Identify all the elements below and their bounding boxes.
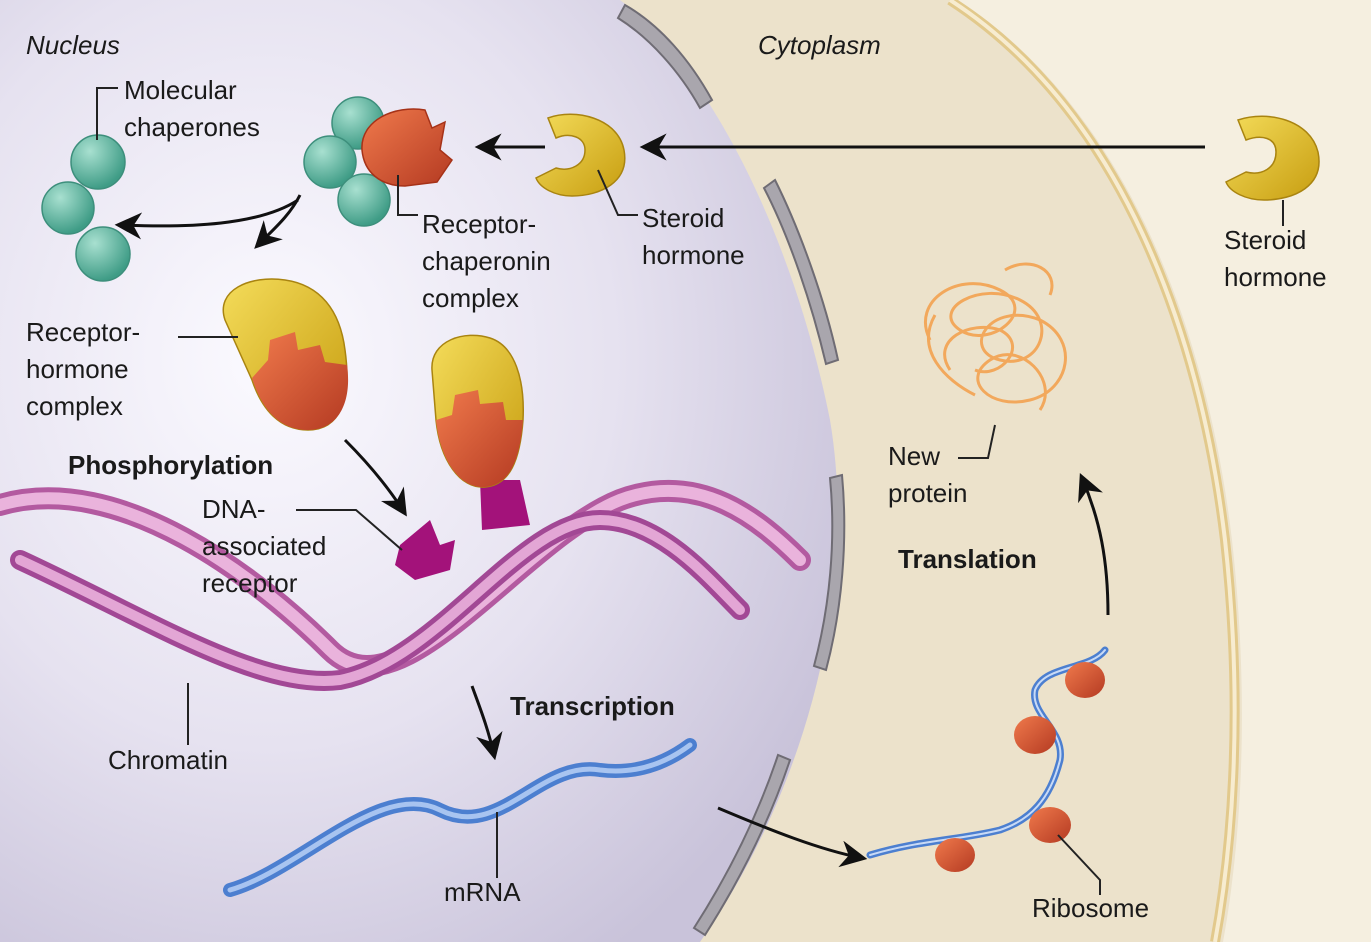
- steroid-hormone-inner-shape: [535, 113, 626, 197]
- polysome: [866, 646, 1109, 872]
- dna-bound-receptor-shape: [431, 334, 530, 530]
- mrna-ribbon: [223, 738, 697, 897]
- extracellular-region: [958, 0, 1371, 942]
- transcription-label: Transcription: [510, 691, 675, 721]
- receptor-chaperonin-complex-label: Receptor- chaperonin complex: [422, 209, 551, 313]
- nucleus-label: Nucleus: [26, 30, 120, 60]
- receptor-hormone-complex-label: Receptor- hormone complex: [26, 317, 141, 421]
- chromatin-label: Chromatin: [108, 745, 228, 775]
- molecular-chaperones-label: Molecular chaperones: [124, 75, 260, 142]
- chromatin-helix: [0, 479, 811, 691]
- arrow-mrna-export: [717, 806, 868, 868]
- new-protein-label: New protein: [888, 441, 968, 508]
- ribosome-icons: [935, 662, 1105, 872]
- arrow-complex-formation: [254, 194, 302, 249]
- leader-lines: [96, 87, 1284, 895]
- nuclear-pore-segment: [812, 473, 846, 672]
- dna-associated-receptor-label: DNA- associated receptor: [202, 494, 327, 598]
- steroid-hormone-inner-label: Steroid hormone: [642, 203, 745, 270]
- phosphorylation-label: Phosphorylation: [68, 450, 274, 480]
- pathway-arrows: [114, 133, 1205, 868]
- steroid-hormone-outer-label: Steroid hormone: [1224, 225, 1327, 292]
- cell-membrane-inner: [948, 0, 1237, 942]
- ribosome-label: Ribosome: [1032, 893, 1150, 923]
- arrow-chaperone-release: [114, 198, 299, 240]
- released-chaperones: [41, 134, 131, 282]
- nuclear-envelope: [616, 3, 846, 937]
- cytoplasm-label: Cytoplasm: [758, 30, 881, 60]
- receptor-chaperonin-complex-shape: [303, 96, 454, 227]
- mrna-label: mRNA: [444, 877, 521, 907]
- nucleus-region: [0, 0, 838, 942]
- arrow-translation: [1078, 473, 1110, 616]
- nuclear-pore-segment: [692, 753, 792, 937]
- nuclear-pore-segment: [762, 178, 840, 366]
- arrow-phosphorylation: [343, 438, 407, 517]
- nuclear-pore-segment: [616, 3, 714, 110]
- dna-associated-receptor-shape: [395, 520, 455, 580]
- new-protein-coil: [923, 262, 1067, 411]
- arrow-transcription: [470, 685, 503, 761]
- steroid-hormone-outer-shape: [1225, 115, 1320, 201]
- receptor-hormone-complex-shape: [222, 278, 349, 431]
- translation-label: Translation: [898, 544, 1037, 574]
